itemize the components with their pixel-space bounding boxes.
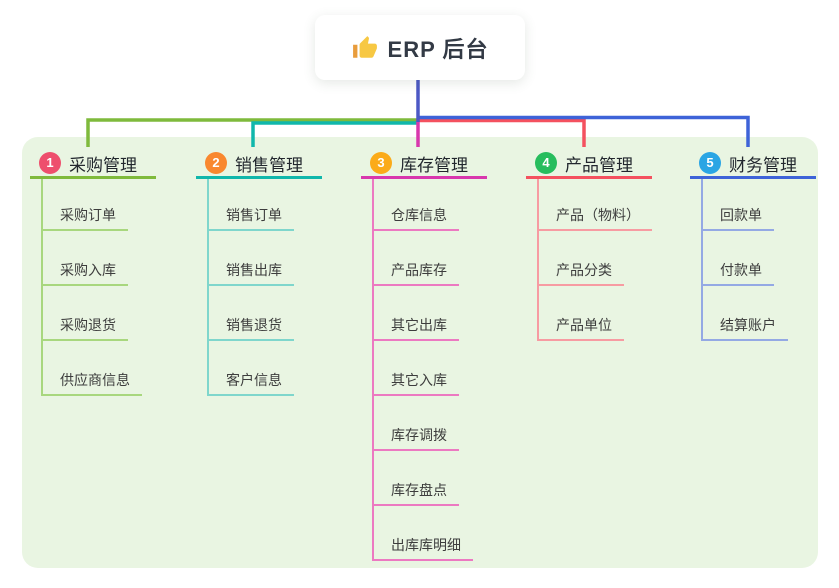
child-node[interactable]: 库存盘点 xyxy=(374,451,459,506)
child-node[interactable]: 其它入库 xyxy=(374,341,459,396)
branch-sales-children: 销售订单 销售出库 销售退货 客户信息 xyxy=(207,179,294,396)
child-label: 采购退货 xyxy=(60,317,116,333)
child-label: 付款单 xyxy=(720,262,762,278)
child-node[interactable]: 采购退货 xyxy=(43,286,128,341)
child-label: 产品（物料） xyxy=(556,207,640,223)
branch-label: 产品管理 xyxy=(565,155,633,175)
child-node[interactable]: 付款单 xyxy=(703,231,774,286)
child-label: 出库库明细 xyxy=(391,537,461,553)
child-label: 产品分类 xyxy=(556,262,612,278)
branch-inventory[interactable]: 3 库存管理 xyxy=(361,150,487,179)
child-node[interactable]: 库存调拨 xyxy=(374,396,459,451)
child-node[interactable]: 产品单位 xyxy=(539,286,624,341)
child-label: 采购入库 xyxy=(60,262,116,278)
child-node[interactable]: 仓库信息 xyxy=(374,179,459,231)
branch-sales[interactable]: 2 销售管理 xyxy=(196,150,322,179)
child-label: 其它出库 xyxy=(391,317,447,333)
child-node[interactable]: 供应商信息 xyxy=(43,341,142,396)
child-label: 库存调拨 xyxy=(391,427,447,443)
child-node[interactable]: 采购订单 xyxy=(43,179,128,231)
child-label: 销售出库 xyxy=(226,262,282,278)
child-label: 客户信息 xyxy=(226,372,282,388)
branch-purchase[interactable]: 1 采购管理 xyxy=(30,150,156,179)
child-node[interactable]: 客户信息 xyxy=(209,341,294,396)
branch-finance-children: 回款单 付款单 结算账户 xyxy=(701,179,788,341)
child-label: 回款单 xyxy=(720,207,762,223)
thumbs-up-icon xyxy=(352,35,378,61)
branch-product-children: 产品（物料） 产品分类 产品单位 xyxy=(537,179,652,341)
child-label: 销售订单 xyxy=(226,207,282,223)
child-node[interactable]: 出库库明细 xyxy=(374,506,473,561)
branch-number-badge: 2 xyxy=(205,152,227,174)
child-label: 供应商信息 xyxy=(60,372,130,388)
child-node[interactable]: 回款单 xyxy=(703,179,774,231)
child-node[interactable]: 销售退货 xyxy=(209,286,294,341)
branch-purchase-children: 采购订单 采购入库 采购退货 供应商信息 xyxy=(41,179,142,396)
child-node[interactable]: 产品（物料） xyxy=(539,179,652,231)
child-node[interactable]: 销售出库 xyxy=(209,231,294,286)
child-label: 产品库存 xyxy=(391,262,447,278)
branch-number-badge: 1 xyxy=(39,152,61,174)
child-node[interactable]: 产品分类 xyxy=(539,231,624,286)
branch-label: 销售管理 xyxy=(235,155,303,175)
branch-label: 财务管理 xyxy=(729,155,797,175)
child-label: 库存盘点 xyxy=(391,482,447,498)
child-node[interactable]: 其它出库 xyxy=(374,286,459,341)
child-node[interactable]: 产品库存 xyxy=(374,231,459,286)
child-label: 结算账户 xyxy=(720,317,776,333)
branch-label: 采购管理 xyxy=(69,155,137,175)
branch-number-badge: 5 xyxy=(699,152,721,174)
root-node[interactable]: ERP 后台 xyxy=(315,15,525,80)
branch-number-badge: 3 xyxy=(370,152,392,174)
child-label: 产品单位 xyxy=(556,317,612,333)
branch-inventory-children: 仓库信息 产品库存 其它出库 其它入库 库存调拨 库存盘点 出库库明细 xyxy=(372,179,473,561)
branch-finance[interactable]: 5 财务管理 xyxy=(690,150,816,179)
branch-product[interactable]: 4 产品管理 xyxy=(526,150,652,179)
branch-number-badge: 4 xyxy=(535,152,557,174)
child-label: 仓库信息 xyxy=(391,207,447,223)
child-label: 销售退货 xyxy=(226,317,282,333)
child-label: 采购订单 xyxy=(60,207,116,223)
root-label: ERP 后台 xyxy=(387,36,489,62)
branch-label: 库存管理 xyxy=(400,155,468,175)
child-node[interactable]: 销售订单 xyxy=(209,179,294,231)
background-panel xyxy=(22,137,818,568)
child-label: 其它入库 xyxy=(391,372,447,388)
child-node[interactable]: 结算账户 xyxy=(703,286,788,341)
child-node[interactable]: 采购入库 xyxy=(43,231,128,286)
